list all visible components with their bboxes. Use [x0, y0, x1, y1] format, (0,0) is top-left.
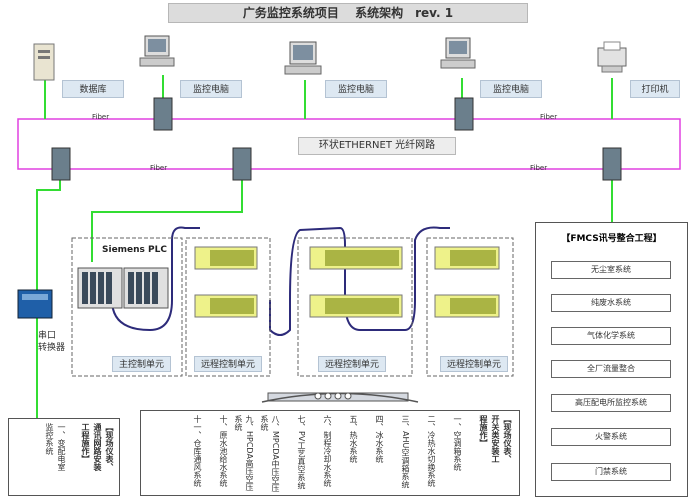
fiber-label-2: Fiber: [540, 113, 558, 121]
serial-chain: [111, 226, 450, 336]
main-unit-box: [71, 237, 183, 377]
fiber-label-3: Fiber: [150, 164, 168, 172]
system-column: 一、空调箱系统: [453, 415, 462, 471]
io-bus-connector: [261, 392, 419, 403]
database-server-icon: [33, 43, 55, 81]
monitor-pc-label-1: 监控电脑: [180, 80, 242, 98]
fiber-label-4: Fiber: [530, 164, 548, 172]
left-box-text-1: 一、变配电室: [57, 423, 66, 471]
remote-unit-label-1: 远程控制单元: [194, 356, 263, 372]
main-plc-racks: [77, 267, 169, 309]
monitor-pc-label-2: 监控电脑: [325, 80, 387, 98]
monitor-pc-label-3: 监控电脑: [480, 80, 542, 98]
converter-label-line-1: 串口: [38, 331, 57, 341]
siemens-plc-label: Siemens PLC: [102, 245, 167, 255]
database-label: 数据库: [62, 80, 124, 98]
fmcs-item: 全厂流量整合: [551, 360, 671, 378]
system-column: 七、PV工艺真空系统: [297, 415, 306, 490]
system-column: 九、HPCDA高压空压系统: [234, 415, 254, 491]
link-main-unit: [91, 169, 243, 262]
left-box-heading-3: 工程施作】: [81, 423, 90, 463]
system-column: 五、热水系统: [349, 415, 358, 463]
remote-unit-label-3: 远程控制单元: [440, 356, 509, 372]
link-converter: [36, 169, 61, 290]
converter-label: 串口 转换器: [38, 330, 65, 354]
fiber-label-1: Fiber: [92, 113, 110, 121]
network-switches: [51, 97, 622, 181]
fmcs-panel: 【FMCS讯号整合工程】 无尘室系统 纯废水系统 气体化学系统 全厂流量整合 高…: [535, 222, 688, 497]
bottom-box-heading-2: 开关类安装工: [491, 415, 500, 463]
ring-network-label: 环状ETHERNET 光纤网路: [298, 137, 456, 155]
io-module-stripes: [210, 250, 496, 314]
fmcs-item: 门禁系统: [551, 463, 671, 481]
fmcs-item: 火警系统: [551, 428, 671, 446]
main-unit-label: 主控制单元: [112, 356, 172, 372]
field-install-box-bottom: 【现场仪表、 开关类安装工 程施作】 一、空调箱系统 二、冷热水切换系统 三、A…: [140, 410, 520, 496]
remote-unit-label-2: 远程控制单元: [318, 356, 387, 372]
fmcs-item: 高压配电所监控系统: [551, 394, 671, 412]
converter-label-line-2: 转换器: [38, 343, 66, 353]
page-title: 广务监控系统项目 系统架构 rev. 1: [168, 3, 528, 23]
printer-label: 打印机: [630, 80, 680, 98]
system-column: 十一、仓库通风系统: [193, 415, 202, 487]
fiber-ring: [17, 118, 681, 170]
bottom-box-heading-3: 程施作】: [479, 415, 488, 447]
fmcs-item: 无尘室系统: [551, 261, 671, 279]
system-column: 四、冰水系统: [375, 415, 384, 463]
system-column: 八、MPCDA中压空压系统: [260, 415, 280, 492]
system-column: 十、原水池给水系统: [219, 415, 228, 487]
remote-unit-box-3: [426, 237, 514, 377]
system-column: 二、冷热水切换系统: [427, 415, 436, 487]
remote-unit-box-2: [297, 237, 413, 377]
serial-converter-icon: [17, 289, 53, 319]
monitor-pc-icon-3: [440, 37, 476, 69]
printer-icon: [597, 41, 627, 73]
left-box-text-2: 监控系统: [45, 423, 54, 455]
system-column: 三、AHU空调箱系统: [401, 415, 410, 489]
fmcs-item: 纯废水系统: [551, 294, 671, 312]
fmcs-title: 【FMCS讯号整合工程】: [561, 234, 662, 244]
system-column: 六、制程冷却水系统: [323, 415, 332, 487]
bottom-box-heading-1: 【现场仪表、: [503, 415, 512, 463]
remote-unit-box-1: [185, 237, 271, 377]
monitor-pc-icon-2: [284, 41, 322, 75]
left-box-heading-1: 【现场仪表、: [105, 423, 114, 471]
fmcs-item: 气体化学系统: [551, 327, 671, 345]
field-install-box-left: 【现场仪表、 通讯网路安装 工程施作】 一、变配电室 监控系统: [8, 418, 120, 496]
left-box-heading-2: 通讯网路安装: [93, 423, 102, 471]
monitor-pc-icon-1: [139, 35, 175, 67]
